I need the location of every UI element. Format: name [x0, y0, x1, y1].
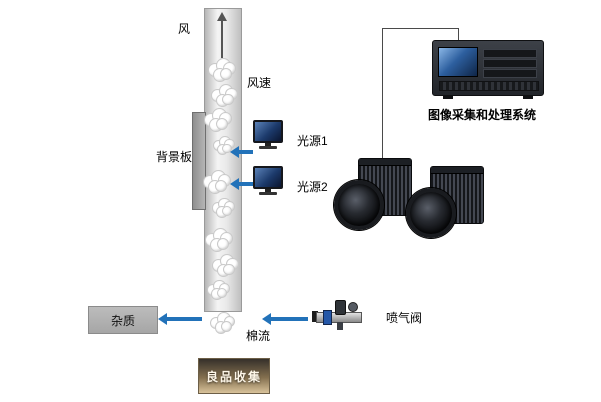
background-board-label: 背景板	[156, 150, 193, 164]
cotton-ball	[205, 228, 233, 252]
air-jet-valve-icon	[312, 298, 364, 332]
server-screen-icon	[438, 47, 478, 77]
wind-label: 风	[178, 22, 191, 36]
cotton-ball	[213, 136, 235, 155]
camera-1-lens-icon	[334, 180, 384, 230]
collection-box: 良品收集	[198, 358, 270, 394]
server-vents-icon	[439, 81, 539, 91]
cotton-ball	[212, 254, 239, 277]
cotton-ball	[210, 312, 236, 334]
wind-speed-label: 风速	[247, 76, 272, 90]
connection-line-vertical	[382, 28, 383, 158]
camera-2-lens-icon	[406, 188, 456, 238]
background-board	[192, 112, 206, 210]
arrow-valve-to-cotton	[262, 313, 308, 325]
cotton-ball	[208, 58, 236, 82]
impurity-box: 杂质	[88, 306, 158, 334]
impurity-label: 杂质	[110, 313, 135, 328]
cotton-flow-label: 棉流	[246, 329, 271, 343]
arrow-channel-to-impurity	[158, 313, 202, 325]
cotton-ball	[203, 170, 231, 194]
connection-line-horizontal	[382, 28, 458, 29]
cotton-ball	[212, 198, 235, 218]
cotton-ball	[204, 108, 232, 132]
collection-label: 良品收集	[205, 369, 262, 384]
light-source-2-icon	[253, 166, 283, 196]
image-processing-server	[432, 40, 544, 99]
system-label: 图像采集和处理系统	[428, 108, 537, 122]
connection-line-drop	[458, 28, 459, 41]
light-source-1-icon	[253, 120, 283, 150]
arrow-light1-to-channel	[230, 146, 253, 158]
light2-label: 光源2	[297, 180, 328, 194]
arrow-light2-to-channel	[230, 178, 253, 190]
wind-arrow-icon	[217, 12, 227, 58]
cotton-ball	[207, 280, 230, 300]
light1-label: 光源1	[297, 134, 328, 148]
cotton-ball	[211, 84, 238, 107]
jet-valve-label: 喷气阀	[386, 311, 423, 325]
